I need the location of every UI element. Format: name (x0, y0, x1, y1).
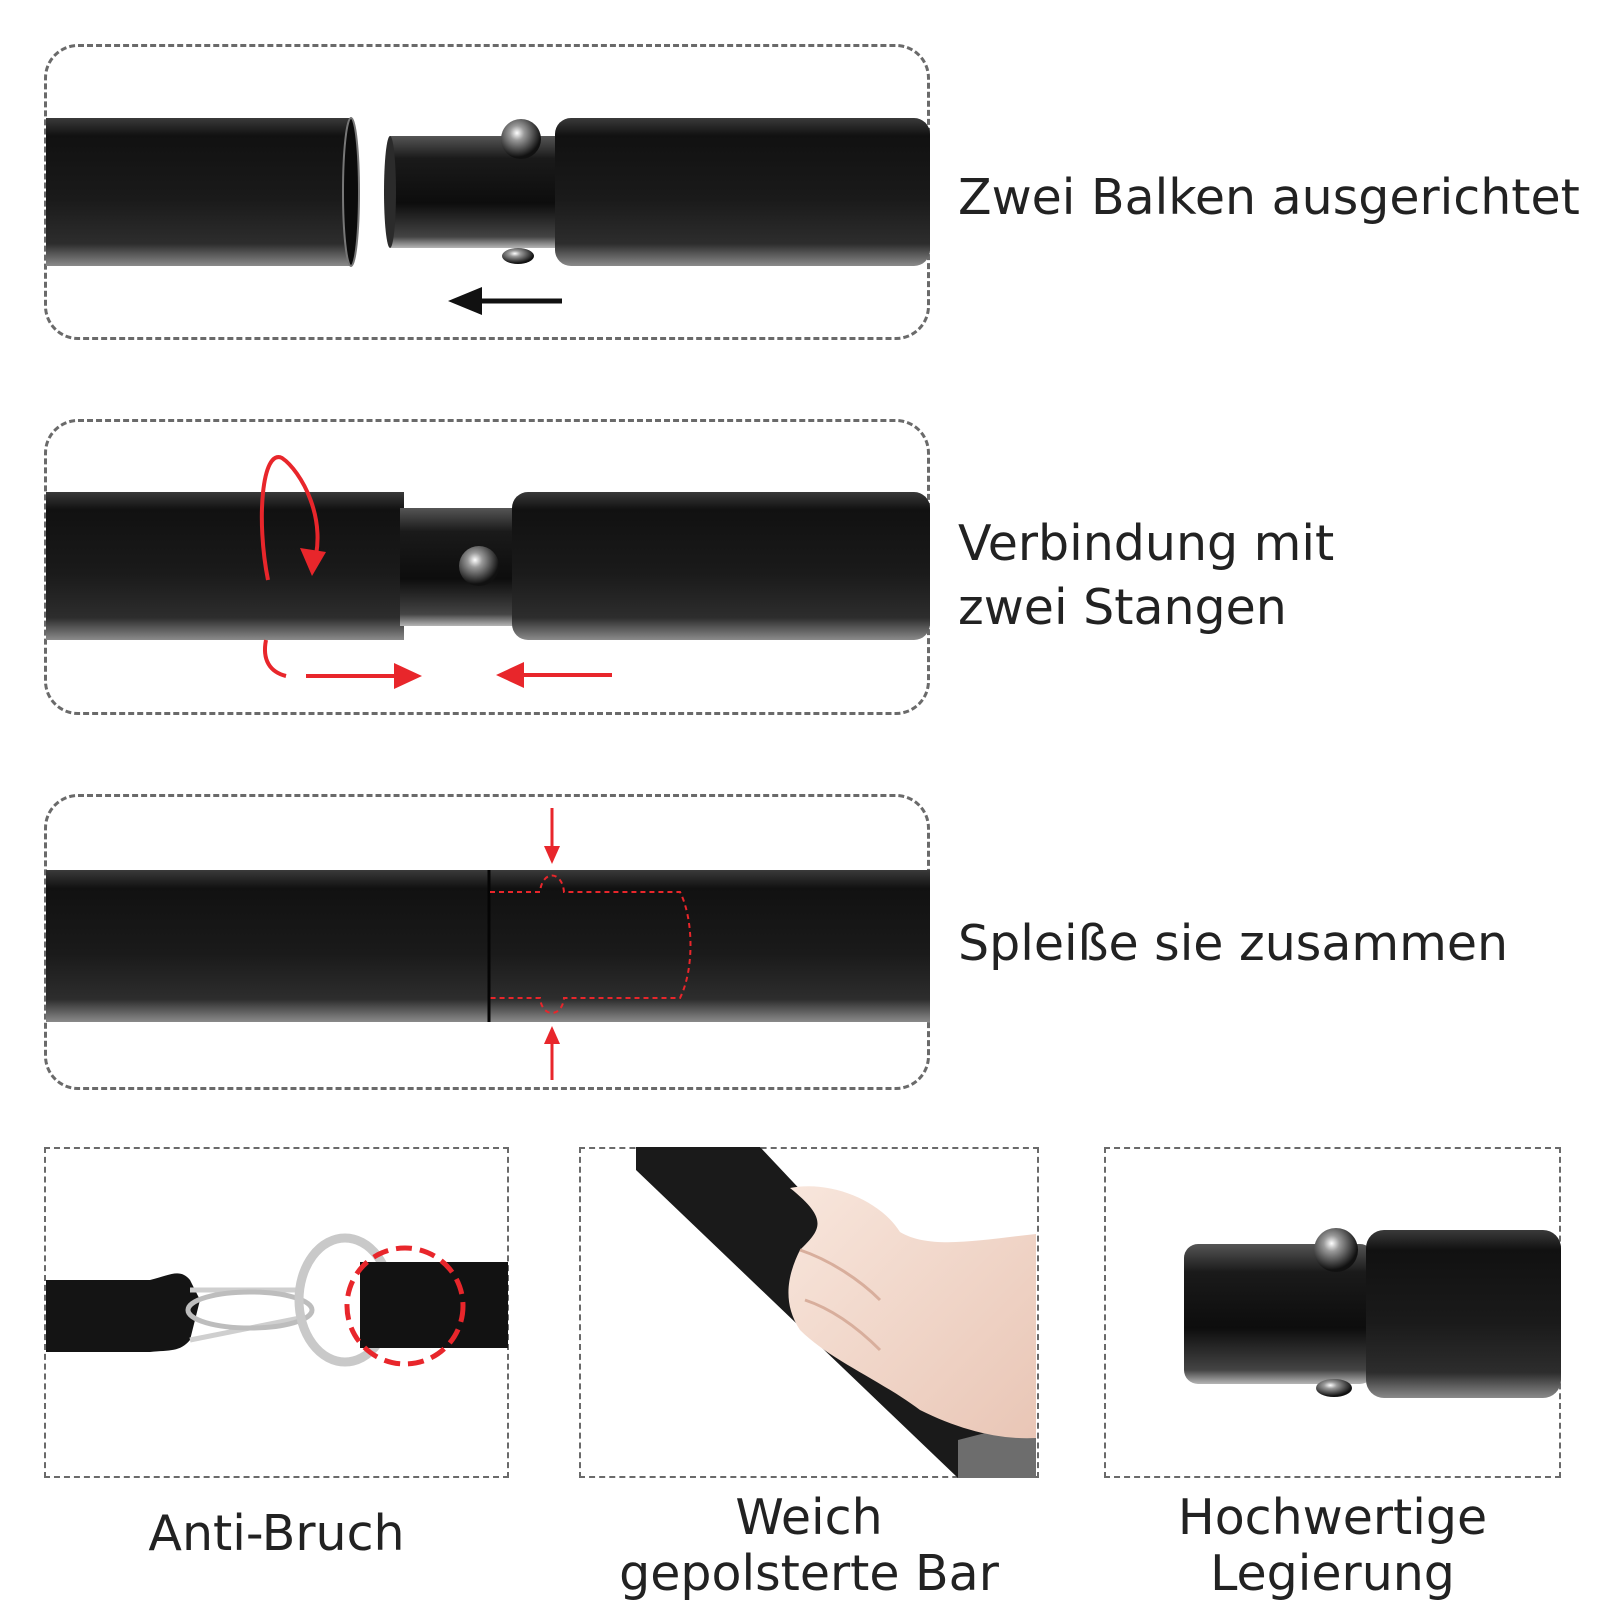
step-panel-connect (44, 419, 930, 715)
step-label-aligned: Zwei Balken ausgerichtet (958, 169, 1580, 226)
step-label-connect-line2: zwei Stangen (958, 579, 1287, 636)
step-label-splice: Spleiße sie zusammen (958, 915, 1509, 972)
feature-panel-alloy (1104, 1147, 1561, 1478)
feature-caption-alloy-line2: Legierung (1210, 1545, 1455, 1602)
feature-caption-padded-bar-line1: Weich (735, 1489, 883, 1546)
feature-caption-padded-bar: Weich gepolsterte Bar (579, 1490, 1039, 1602)
step-label-connect: Verbindung mit zwei Stangen (958, 512, 1334, 640)
feature-caption-anti-break-line1: Anti-Bruch (148, 1505, 405, 1562)
feature-caption-alloy: Hochwertige Legierung (1104, 1490, 1561, 1602)
feature-panel-anti-break (44, 1147, 509, 1478)
step-label-connect-line1: Verbindung mit (958, 515, 1335, 572)
step-panel-aligned (44, 44, 930, 340)
feature-panel-padded-bar (579, 1147, 1039, 1478)
step-panel-splice (44, 794, 930, 1090)
feature-caption-anti-break: Anti-Bruch (44, 1506, 509, 1562)
feature-caption-alloy-line1: Hochwertige (1177, 1489, 1488, 1546)
feature-caption-padded-bar-line2: gepolsterte Bar (619, 1545, 999, 1602)
